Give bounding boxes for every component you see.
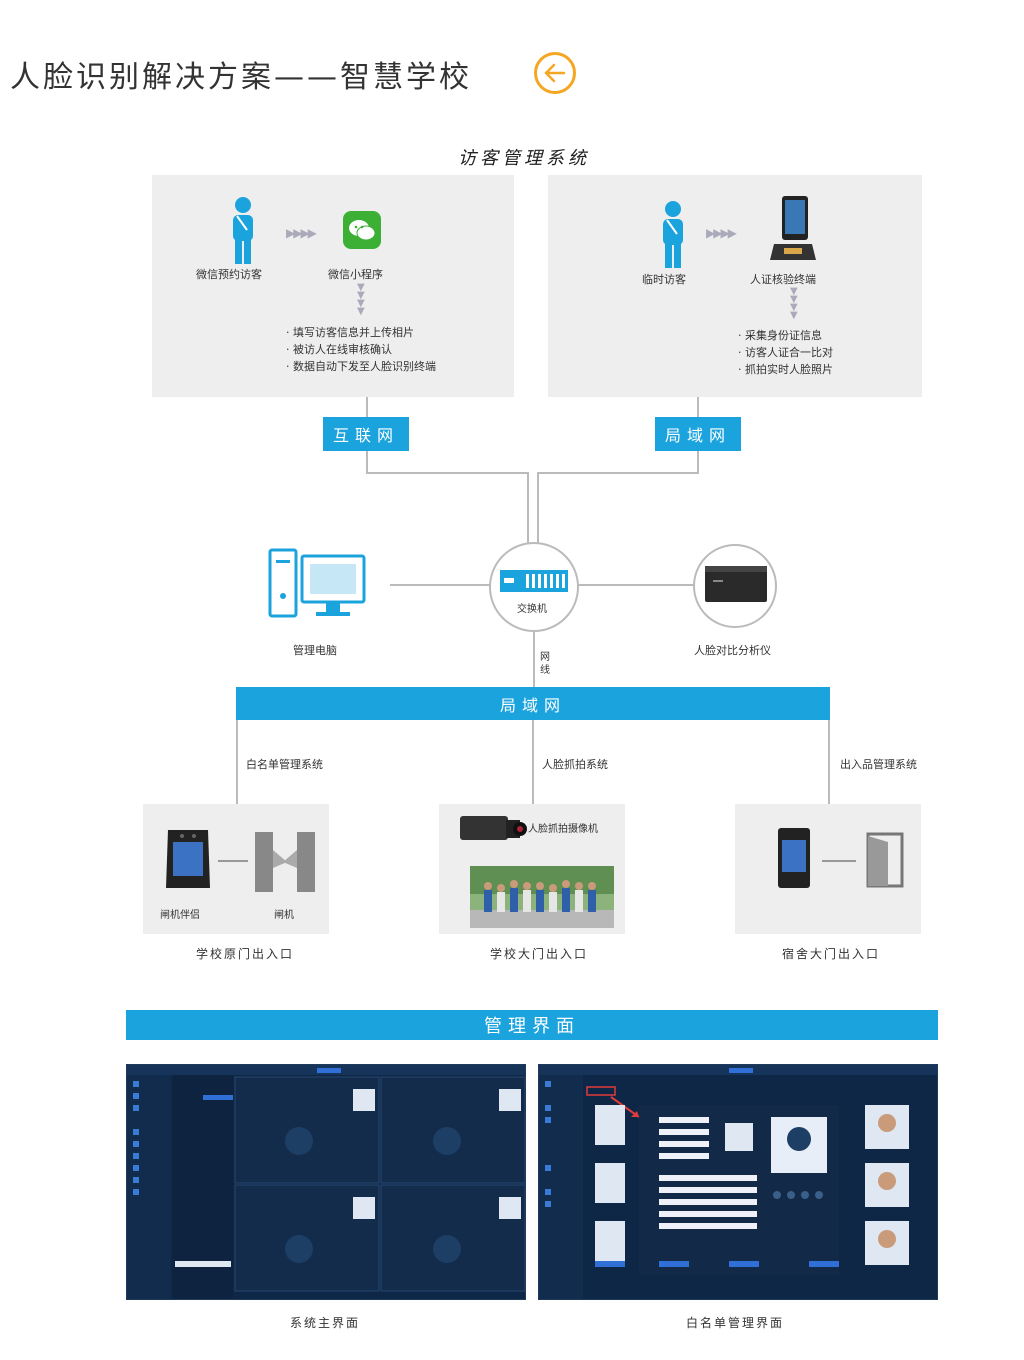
temp-visitor-panel — [548, 175, 922, 397]
camera-icon — [460, 816, 527, 840]
computer-icon — [268, 548, 366, 618]
face-terminal-icon — [778, 828, 810, 888]
bullet-item: · 填写访客信息并上传相片 — [286, 326, 414, 339]
visitor-section-title: 访客管理系统 — [458, 148, 590, 169]
whitelist-screen-caption: 白名单管理界面 — [686, 1316, 785, 1330]
management-bar: 管理界面 — [126, 1010, 938, 1040]
wechat-visitor-label: 微信预约访客 — [196, 268, 262, 281]
access-system-label: 出入品管理系统 — [840, 758, 917, 771]
back-button[interactable] — [534, 52, 576, 94]
person-icon — [233, 197, 253, 264]
bullet-item: · 数据自动下发至人脸识别终端 — [286, 360, 436, 373]
down-arrows-icon: ▼▼▼▼ — [357, 282, 365, 317]
flow-arrows-icon: ▶▶▶▶ — [286, 226, 317, 240]
face-terminal-icon — [166, 830, 210, 888]
id-verification-terminal-icon — [770, 196, 816, 260]
access-panel — [735, 804, 921, 934]
turnstile-icon — [255, 832, 315, 892]
dorm-gate-caption: 宿舍大门出入口 — [782, 947, 881, 961]
page-title: 人脸识别解决方案——智慧学校 — [10, 60, 472, 95]
flow-arrows-icon: ▶▶▶▶ — [706, 226, 737, 240]
temp-visitor-label: 临时访客 — [642, 273, 686, 286]
cable-label-2: 线 — [540, 665, 550, 676]
students-photo — [470, 866, 614, 928]
back-arrow-icon — [544, 63, 566, 83]
system-main-screen — [126, 1064, 526, 1300]
down-arrows-icon: ▼▼▼▼ — [790, 286, 798, 321]
school-side-gate-caption: 学校原门出入口 — [196, 947, 295, 961]
bullet-item: · 抓拍实时人脸照片 — [738, 363, 833, 376]
management-pc-label: 管理电脑 — [293, 644, 337, 657]
gate-companion-label: 闸机伴侣 — [160, 910, 200, 921]
analyzer-label: 人脸对比分析仪 — [694, 644, 771, 657]
face-analyzer-icon — [705, 566, 767, 602]
switch-icon — [500, 570, 568, 592]
wechat-visitor-panel — [152, 175, 514, 397]
main-screen-caption: 系统主界面 — [290, 1316, 361, 1330]
internet-box: 互联网 — [323, 417, 409, 451]
school-main-gate-caption: 学校大门出入口 — [490, 947, 589, 961]
gate-label: 闸机 — [274, 910, 294, 921]
bullet-item: · 访客人证合一比对 — [738, 346, 833, 359]
id-terminal-label: 人证核验终端 — [750, 273, 816, 286]
bullet-item: · 被访人在线审核确认 — [286, 343, 392, 356]
door-icon — [866, 832, 904, 888]
wechat-miniapp-label: 微信小程序 — [328, 268, 383, 281]
lan-bar: 局域网 — [236, 687, 830, 720]
lan-box-top: 局域网 — [655, 417, 741, 451]
person-icon — [663, 201, 683, 268]
cable-label-1: 网 — [540, 652, 550, 663]
main-interface-mockup — [127, 1065, 525, 1299]
whitelist-system-label: 白名单管理系统 — [246, 758, 323, 771]
whitelist-interface-mockup — [539, 1065, 937, 1299]
capture-system-label: 人脸抓拍系统 — [542, 758, 608, 771]
bullet-item: · 采集身份证信息 — [738, 329, 822, 342]
wechat-icon — [343, 211, 381, 249]
switch-label: 交换机 — [517, 604, 547, 615]
capture-camera-label: 人脸抓拍摄像机 — [528, 824, 598, 835]
whitelist-screen — [538, 1064, 938, 1300]
